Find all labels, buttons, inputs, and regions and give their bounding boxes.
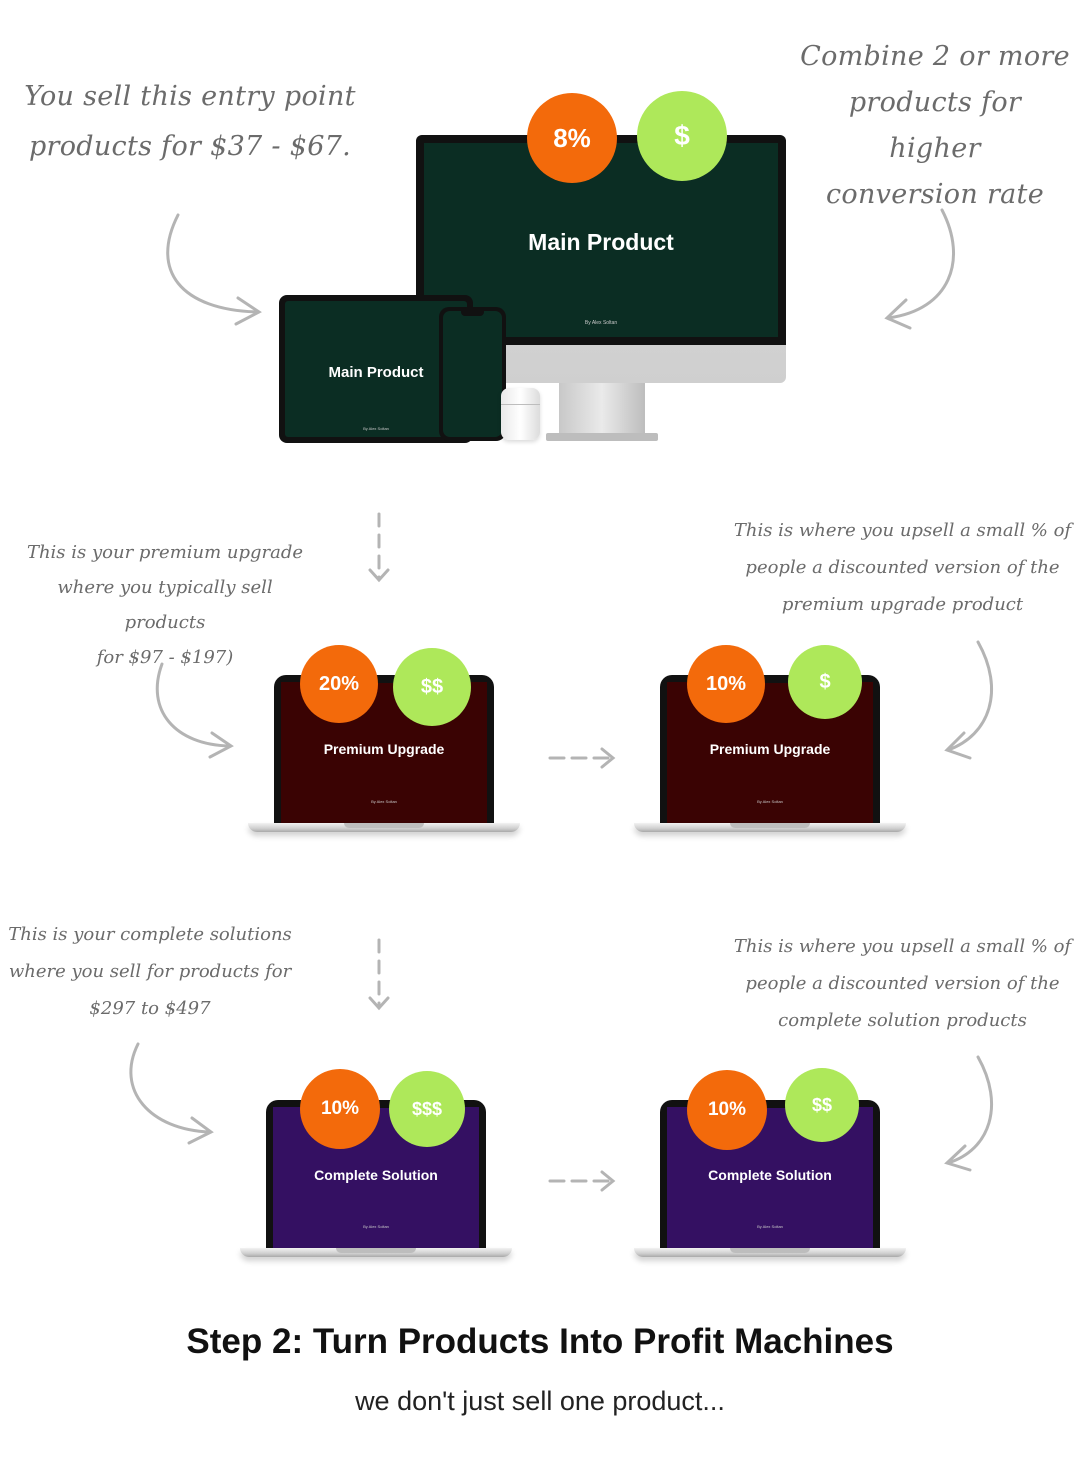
imac-screen: Main Product By Alex Soltan (424, 143, 778, 337)
phone-screen (443, 311, 502, 437)
curved-arrow-complete-head (187, 1116, 214, 1145)
laptop-camera-notch (747, 675, 793, 683)
complete-downsell-rate-badge: 10% (687, 1070, 767, 1150)
curved-arrow-combine (886, 208, 956, 320)
laptop-base (240, 1248, 512, 1257)
complete-solution-price-badge: $$$ (389, 1071, 465, 1147)
note-premium: This is your premium upgrade where you t… (26, 542, 304, 668)
curved-arrow-complete-downsell (946, 1055, 993, 1165)
laptop-base-notch (344, 823, 424, 828)
note-premium-downsell: This is where you upsell a small % of pe… (733, 520, 1072, 615)
premium-upgrade-rate-badge: 20% (300, 645, 378, 723)
phone-mockup (439, 307, 506, 441)
laptop-base (634, 1248, 906, 1257)
main-price-badge: $ (637, 91, 727, 181)
dashed-arrow-down-2-head (368, 996, 390, 1011)
laptop-camera-notch (361, 675, 407, 683)
tablet-byline: By Alex Soltan (363, 426, 389, 431)
imac-foot (546, 433, 658, 441)
curved-arrow-premium-downsell-head (944, 731, 972, 760)
tablet-title: Main Product (328, 364, 424, 381)
dashed-arrow-right-2-head (600, 1170, 616, 1192)
premium-downsell-byline: By Alex Soltan (757, 799, 783, 804)
premium-upgrade-byline: By Alex Soltan (371, 799, 397, 804)
note-complete-downsell: This is where you upsell a small % of pe… (733, 936, 1072, 1031)
complete-downsell-byline: By Alex Soltan (757, 1224, 783, 1229)
phone-notch (461, 311, 484, 316)
dashed-arrow-right-1-head (600, 747, 616, 769)
complete-solution-title: Complete Solution (314, 1167, 438, 1183)
page-title: Step 2: Turn Products Into Profit Machin… (186, 1322, 894, 1361)
laptop-complete-downsell: Complete Solution By Alex Soltan (634, 1100, 906, 1260)
main-product-byline: By Alex Soltan (584, 320, 618, 326)
airpods-case (501, 388, 540, 440)
page-subtitle: we don't just sell one product... (355, 1386, 725, 1416)
laptop-base-notch (336, 1248, 416, 1253)
dashed-arrow-down-1-head (368, 568, 390, 583)
main-product-title: Main Product (528, 229, 674, 255)
laptop-base-notch (730, 1248, 810, 1253)
curved-arrow-premium-downsell (946, 640, 993, 752)
premium-downsell-title: Premium Upgrade (709, 741, 831, 757)
laptop-premium-downsell: Premium Upgrade By Alex Soltan (634, 675, 906, 835)
laptop-premium-upgrade: Premium Upgrade By Alex Soltan (248, 675, 520, 835)
premium-upgrade-price-badge: $$ (393, 648, 471, 726)
laptop-base (248, 823, 520, 832)
complete-solution-rate-badge: 10% (300, 1069, 380, 1149)
main-rate-badge: 8% (527, 93, 617, 183)
laptop-base (634, 823, 906, 832)
tablet-screen: Main Product By Alex Soltan (285, 301, 467, 437)
premium-downsell-price-badge: $ (788, 645, 862, 719)
note-complete: This is your complete solutions where yo… (8, 924, 292, 1019)
curved-arrow-complete-downsell-head (944, 1144, 972, 1172)
curved-arrow-combine-head (884, 298, 912, 330)
airpods-lid-line (501, 404, 540, 405)
complete-downsell-title: Complete Solution (708, 1167, 832, 1183)
curved-arrow-entry-head (234, 296, 262, 326)
curved-arrow-premium-head (208, 731, 234, 759)
imac-stand (559, 383, 645, 435)
complete-downsell-price-badge: $$ (785, 1068, 859, 1142)
curved-arrow-premium (155, 662, 232, 748)
note-combine: Combine 2 or more products for higher co… (800, 41, 1070, 210)
curved-arrow-complete (129, 1042, 212, 1134)
laptop-base-notch (730, 823, 810, 828)
premium-upgrade-title: Premium Upgrade (323, 741, 445, 757)
laptop-camera-notch (747, 1100, 793, 1108)
complete-solution-byline: By Alex Soltan (363, 1224, 389, 1229)
curved-arrow-entry (166, 213, 260, 314)
premium-downsell-rate-badge: 10% (687, 645, 765, 723)
note-entry: You sell this entry point products for $… (24, 81, 356, 162)
